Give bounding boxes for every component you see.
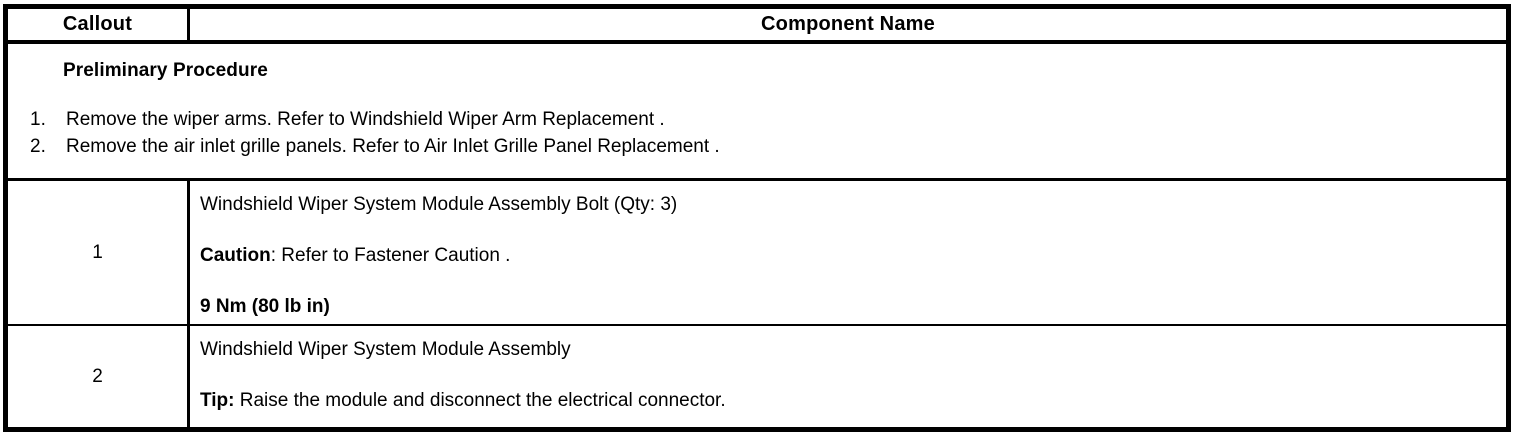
tip-label: Tip: — [200, 390, 235, 411]
callout-number: 2 — [8, 326, 190, 428]
preliminary-procedure-list: 1. Remove the wiper arms. Refer to Windsh… — [30, 106, 720, 160]
component-cell: Windshield Wiper System Module Assembly … — [190, 181, 1506, 324]
caution-label: Caution — [200, 245, 271, 266]
caution-separator: : — [270, 245, 282, 266]
caution-text: Refer to Fastener Caution . — [281, 245, 511, 266]
tip-text: Raise the module and disconnect the elec… — [239, 390, 726, 411]
torque-specification: 9 Nm (80 lb in) — [200, 296, 330, 317]
preliminary-procedure-row: Preliminary Procedure 1. Remove the wiper… — [8, 44, 1506, 181]
column-header-callout: Callout — [8, 9, 190, 40]
table-header-row: Callout Component Name — [8, 9, 1506, 44]
component-cell: Windshield Wiper System Module Assembly … — [190, 326, 1506, 428]
list-item-text: Remove the wiper arms. Refer to Windshie… — [66, 109, 665, 130]
list-item: 2. Remove the air inlet grille panels. Re… — [30, 133, 720, 160]
tip-note: Tip: Raise the module and disconnect the… — [200, 388, 1506, 414]
component-name-text: Windshield Wiper System Module Assembly … — [200, 194, 678, 215]
caution-note: Caution: Refer to Fastener Caution . — [200, 243, 1506, 269]
callout-number: 1 — [8, 181, 190, 324]
list-item-number: 2. — [30, 136, 46, 157]
column-header-component-name: Component Name — [761, 13, 935, 35]
list-item-text: Remove the air inlet grille panels. Refe… — [66, 136, 720, 157]
table-row: 1 Windshield Wiper System Module Assembl… — [8, 181, 1506, 326]
service-procedure-table: Callout Component Name Preliminary Proce… — [3, 4, 1511, 432]
preliminary-procedure-title: Preliminary Procedure — [63, 60, 268, 81]
table-row: 2 Windshield Wiper System Module Assembl… — [8, 326, 1506, 428]
component-name-text: Windshield Wiper System Module Assembly — [200, 339, 571, 360]
list-item-number: 1. — [30, 109, 46, 130]
list-item: 1. Remove the wiper arms. Refer to Windsh… — [30, 106, 720, 133]
